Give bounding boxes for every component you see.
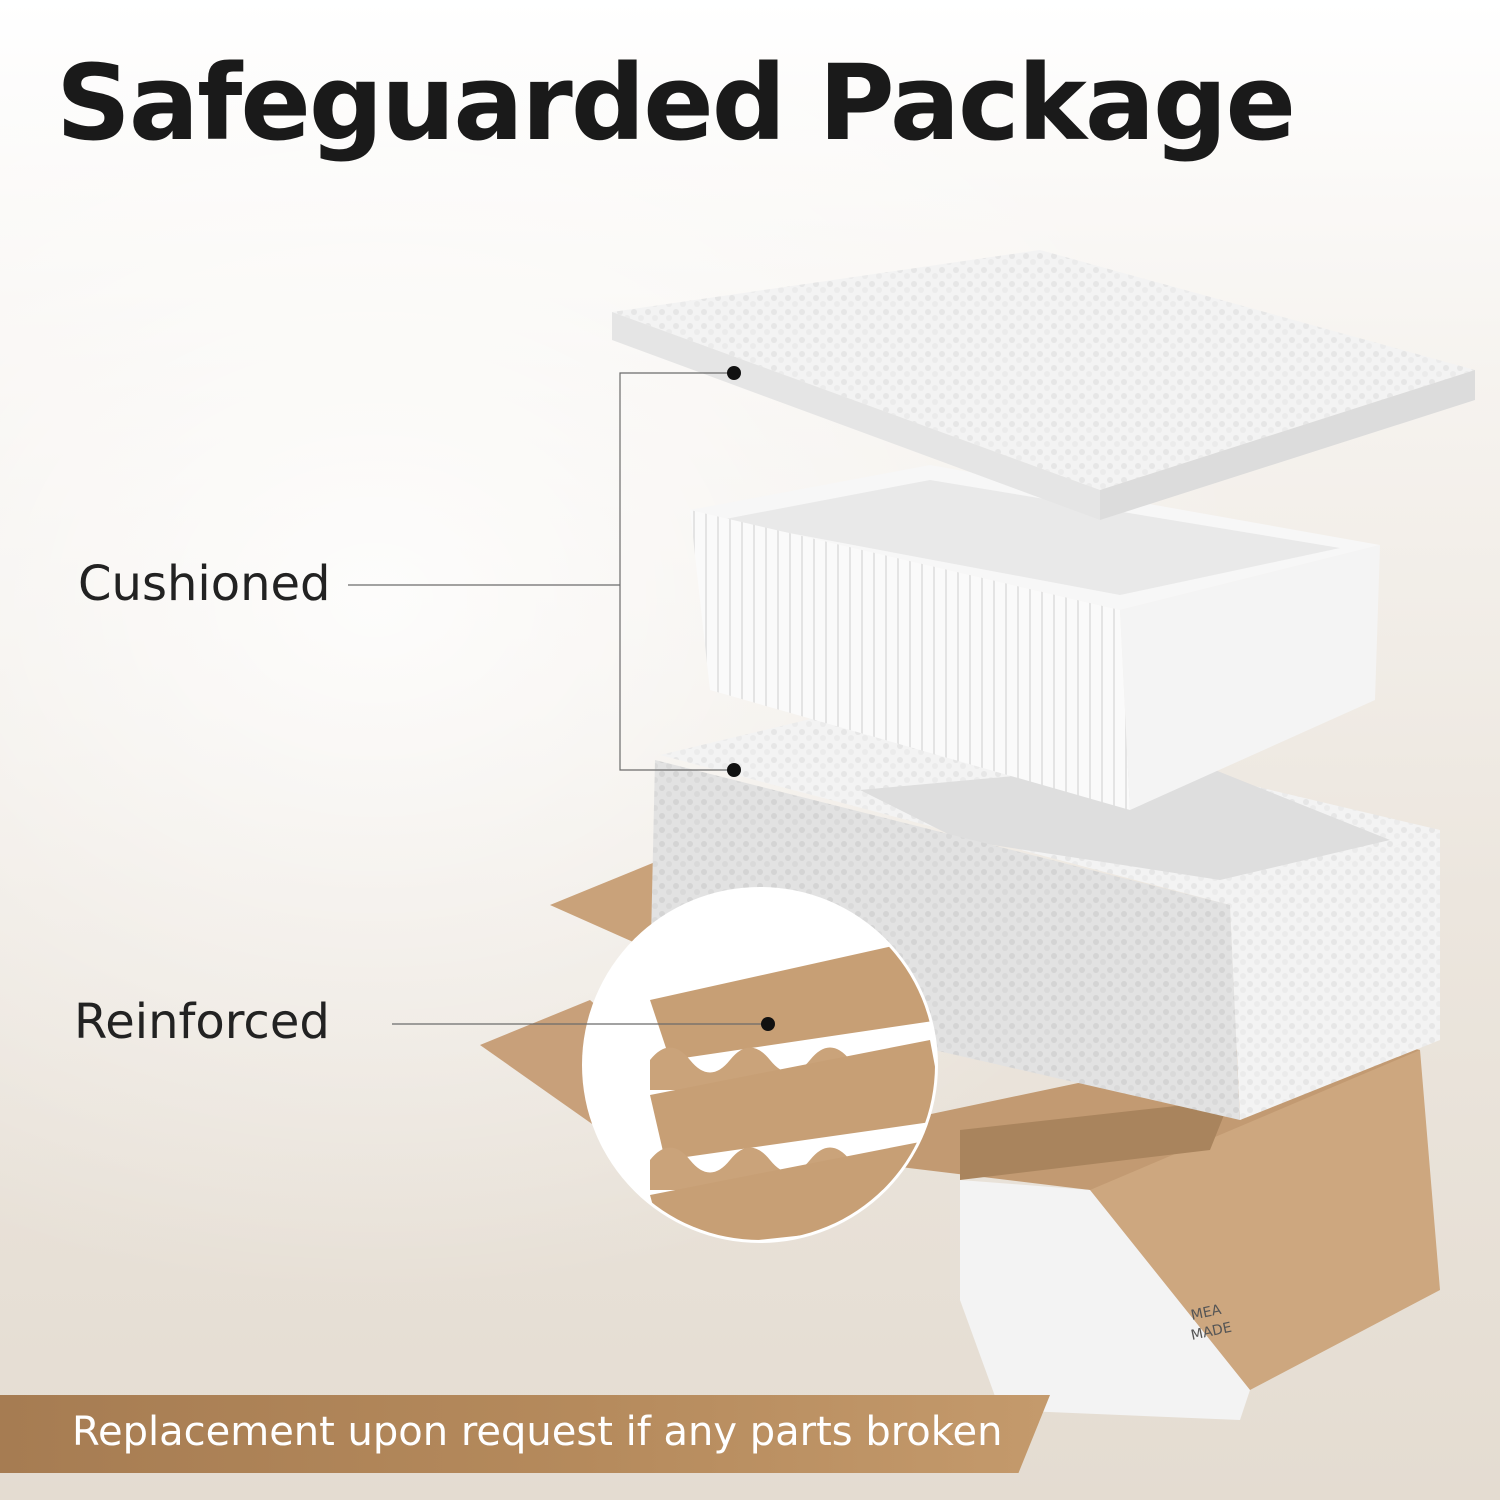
foam-lid-side-edge [1100, 370, 1475, 520]
foam-base-tray [650, 700, 1440, 1120]
cushioned-label: Cushioned [78, 556, 331, 612]
box-inner-shadow [960, 1100, 1230, 1180]
sink-basin [720, 480, 1340, 595]
cushioned-dot-lid [727, 366, 741, 380]
sink-front [690, 510, 1130, 810]
box-right-wall [1090, 1050, 1440, 1390]
page-title: Safeguarded Package [56, 42, 1296, 164]
foam-lid-top [612, 250, 1475, 490]
cushioned-bracket [619, 372, 734, 771]
reinforced-label: Reinforced [74, 994, 330, 1050]
callout-lines [348, 372, 768, 1025]
sink-side [1120, 545, 1380, 810]
foam-tray-cavity [860, 760, 1390, 880]
liner-2 [650, 1040, 935, 1160]
white-sink [690, 465, 1380, 810]
foam-lid-front-edge [612, 312, 1100, 520]
svg-text:MEA: MEA [1190, 1302, 1224, 1324]
foam-lid [612, 250, 1475, 520]
liner-1 [650, 940, 935, 1060]
replacement-banner-text: Replacement upon request if any parts br… [72, 1409, 1003, 1455]
cardboard-magnifier [582, 887, 938, 1243]
foam-tray-front [650, 760, 1240, 1120]
box-white-side [960, 1180, 1250, 1420]
cushioned-dot-tray [727, 763, 741, 777]
foam-tray-side [1230, 830, 1440, 1120]
replacement-banner [0, 1395, 1050, 1473]
reinforced-dot [761, 1017, 775, 1031]
